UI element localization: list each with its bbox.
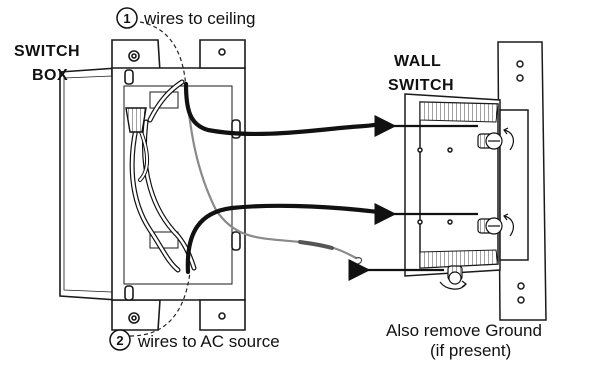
top-callout: 1 wires to ceiling [116, 7, 256, 29]
wall-switch-label-line1: WALL [394, 53, 441, 70]
removal-arrows [348, 115, 478, 281]
bottom-callout-number: 2 [116, 333, 123, 348]
switch-box-label-line2: BOX [32, 67, 68, 84]
bottom-callout: 2 wires to AC source [109, 329, 280, 351]
callout-number-badge [116, 7, 138, 29]
callout-lines [129, 21, 191, 337]
top-callout-number: 1 [123, 11, 130, 26]
callout-number-badge [109, 329, 131, 351]
wall-switch-label-line2: SWITCH [388, 77, 454, 94]
ground-note-line1: Also remove Ground [386, 321, 542, 340]
wire-nut-icon [125, 107, 147, 133]
ground-screw-icon [439, 265, 467, 290]
ground-note-line2: (if present) [430, 341, 511, 360]
terminal-screw-icon [477, 127, 514, 237]
switch-box-label-line1: SWITCH [14, 43, 80, 60]
wall-switch [404, 41, 547, 321]
bottom-callout-text: wires to AC source [137, 332, 280, 351]
switch-box [59, 39, 246, 331]
top-callout-text: wires to ceiling [143, 9, 256, 28]
